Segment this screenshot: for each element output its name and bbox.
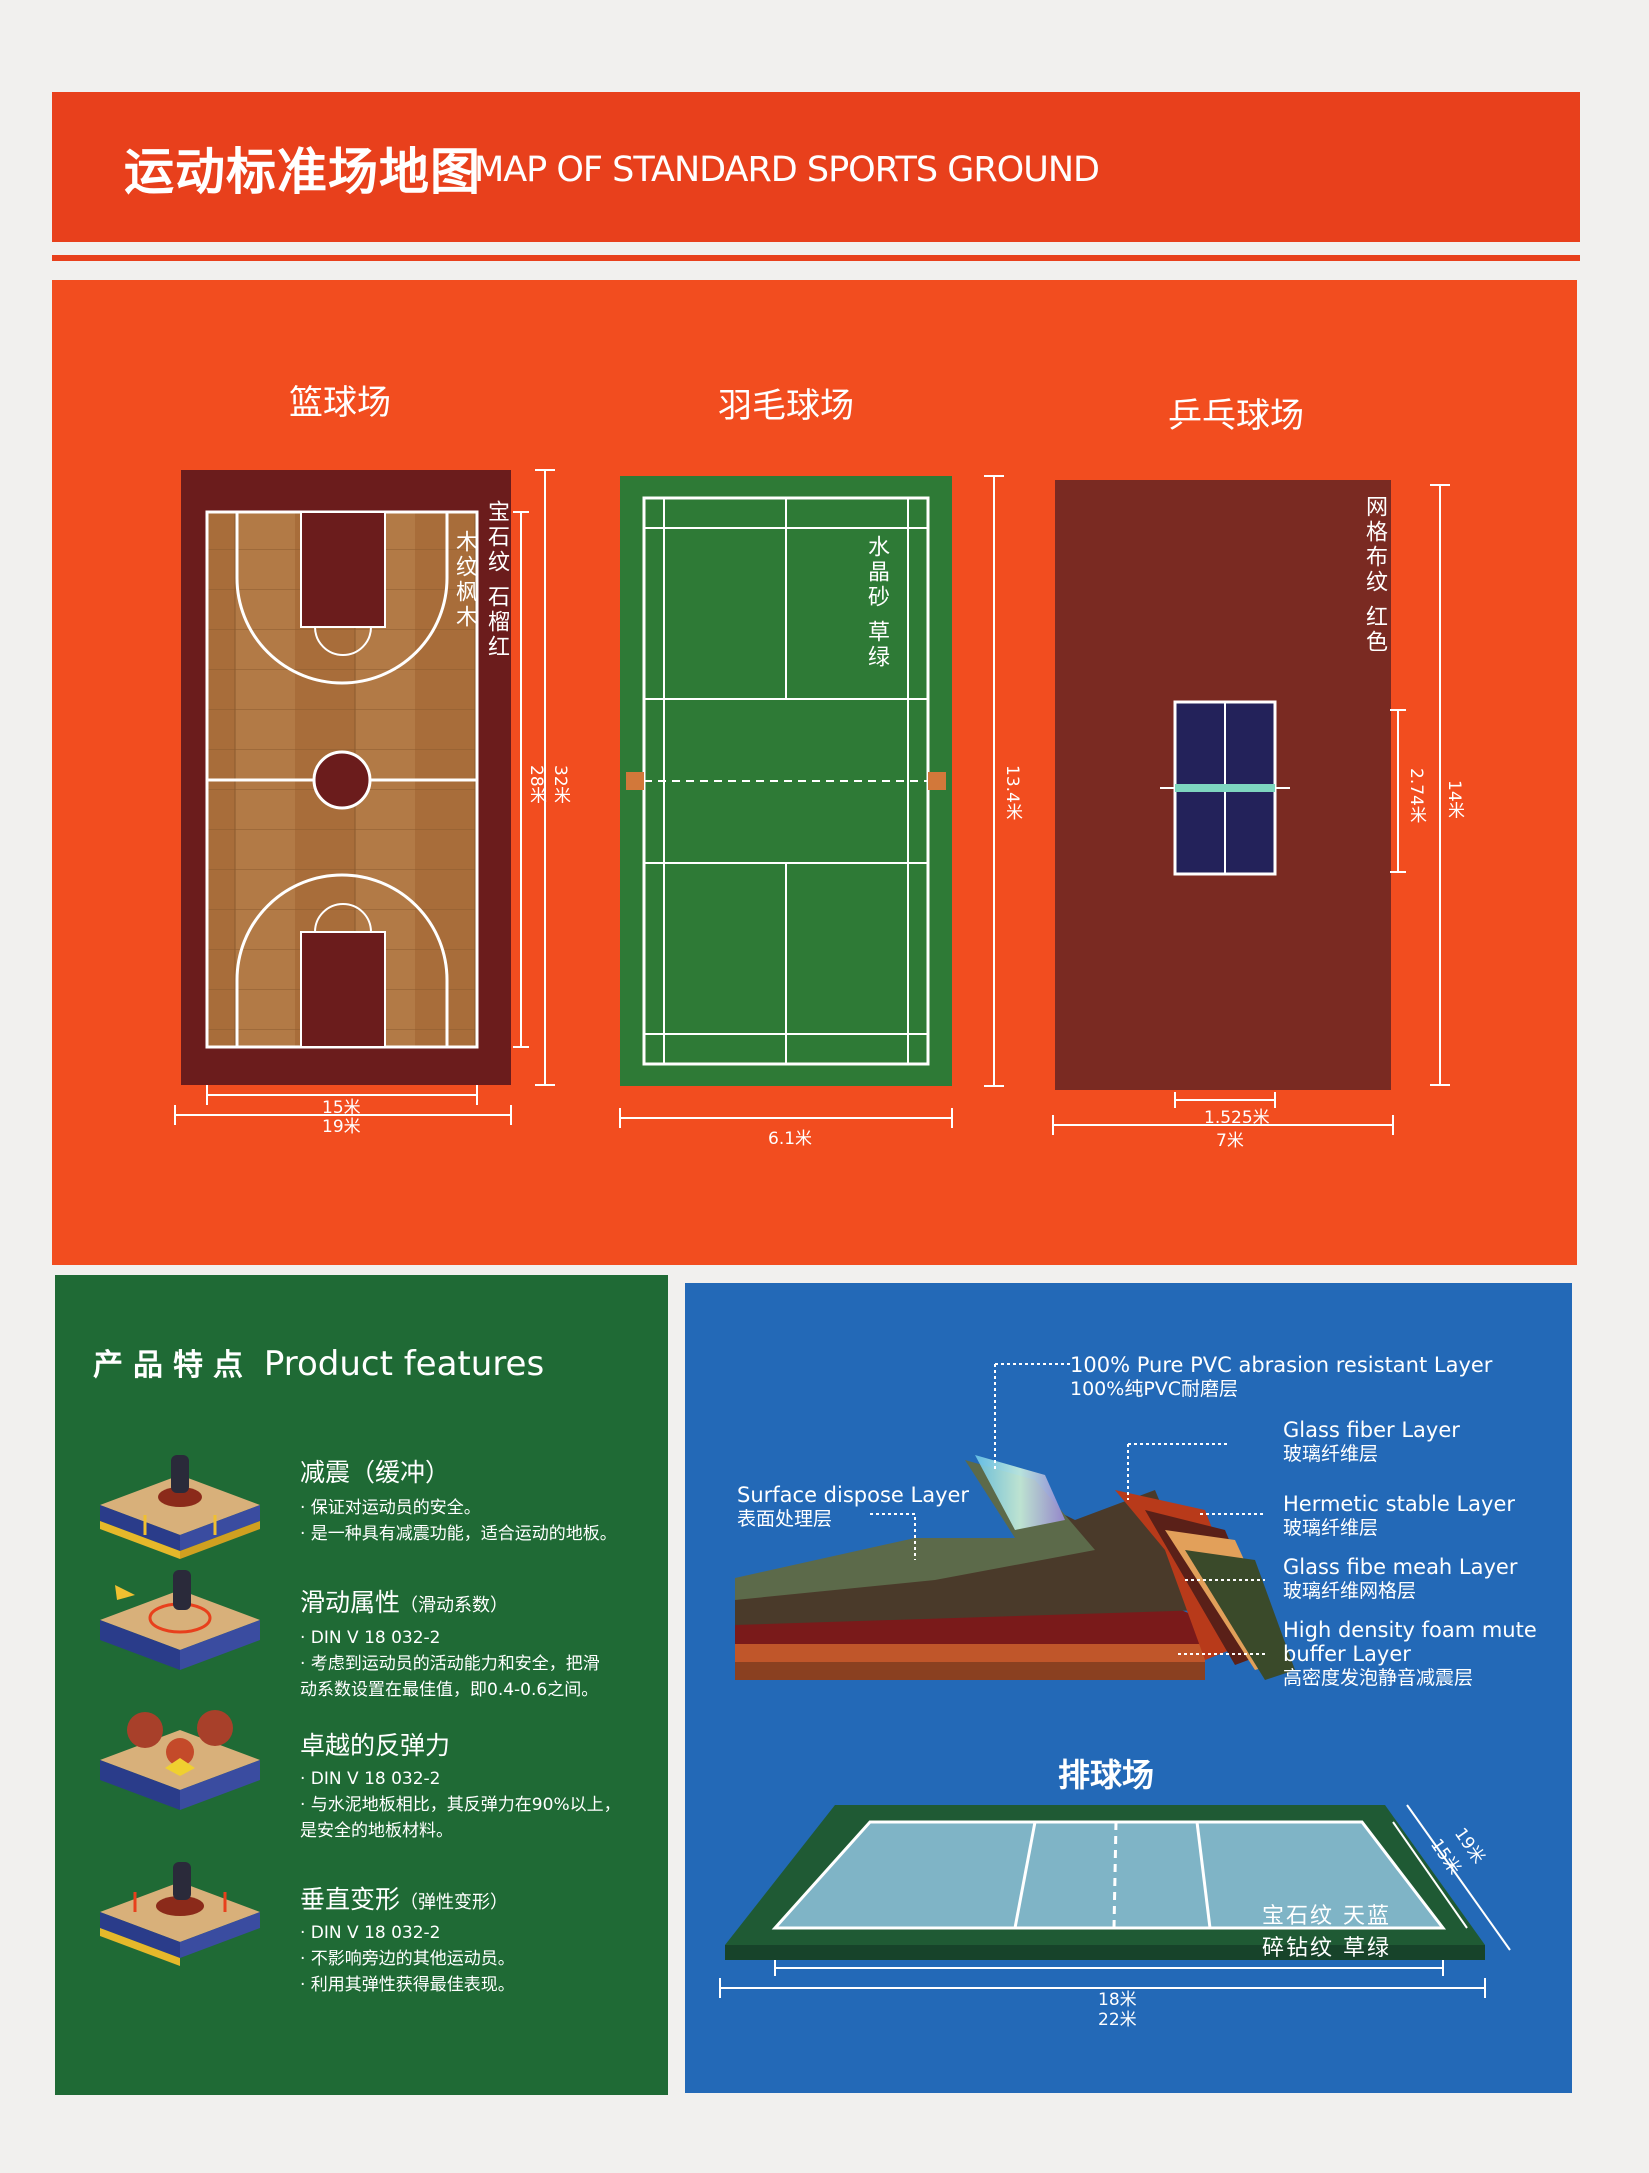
layer-surface-cn: 表面处理层 (737, 1508, 833, 1530)
header-title-en: MAP OF STANDARD SPORTS GROUND (474, 150, 1100, 190)
features-panel: 产品特点 Product features (55, 1275, 668, 2095)
badminton-title: 羽毛球场 (718, 386, 854, 426)
pingpong-length-inner: 2.74米 (1406, 768, 1426, 823)
layer-hermetic-en: Hermetic stable Layer (1283, 1492, 1515, 1516)
volleyball-material-1: 宝石纹 天蓝 (1262, 1904, 1391, 1929)
layer-label-mesh: Glass fibe meah Layer 玻璃纤维网格层 (1283, 1555, 1517, 1603)
badminton-material: 水晶砂 草绿 (864, 535, 889, 670)
basketball-width-inner: 15米 (322, 1098, 361, 1118)
layer-mesh-en: Glass fibe meah Layer (1283, 1555, 1518, 1579)
feature-line: · DIN V 18 032-2 (300, 1628, 441, 1648)
basketball-width-outer: 19米 (322, 1117, 361, 1137)
volleyball-width-inner: 18米 (1098, 1990, 1137, 2010)
features-heading-cn: 产品特点 (93, 1348, 253, 1383)
feature-line: · 不影响旁边的其他运动员。 (300, 1949, 515, 1969)
feature-item-sliding: 滑动属性（滑动系数） · DIN V 18 032-2 · 考虑到运动员的活动能… (300, 1583, 600, 1703)
features-heading-en: Product features (263, 1344, 545, 1384)
rebound-illustration (100, 1710, 260, 1810)
layer-pvc-en: 100% Pure PVC abrasion resistant Layer (1070, 1353, 1493, 1377)
pingpong-material: 网格布纹 红色 (1362, 495, 1387, 655)
badminton-length: 13.4米 (1002, 765, 1022, 820)
volleyball-material-2: 碎钻纹 草绿 (1262, 1936, 1391, 1961)
sliding-illustration (100, 1570, 260, 1670)
layer-mesh-cn: 玻璃纤维网格层 (1283, 1580, 1417, 1602)
badminton-width: 6.1米 (768, 1129, 813, 1149)
feature-line: 是安全的地板材料。 (300, 1821, 453, 1841)
layer-foam-en1: High density foam mute (1283, 1618, 1537, 1642)
volleyball-width-outer: 22米 (1098, 2010, 1137, 2030)
layer-glass-fiber-cn: 玻璃纤维层 (1283, 1443, 1379, 1465)
feature-line: · DIN V 18 032-2 (300, 1769, 441, 1789)
feature-line: · 考虑到运动员的活动能力和安全，把滑 (300, 1654, 600, 1674)
layer-foam-cn: 高密度发泡静音减震层 (1283, 1667, 1474, 1689)
feature-line: · 利用其弹性获得最佳表现。 (300, 1975, 515, 1995)
basketball-material: 宝石纹 石榴红 (484, 500, 509, 660)
pingpong-title: 乒乓球场 (1168, 396, 1304, 436)
layer-glass-fiber-en: Glass fiber Layer (1283, 1418, 1460, 1442)
volleyball-court (719, 1804, 1511, 1998)
feature-line: · DIN V 18 032-2 (300, 1923, 441, 1943)
feature-title-text: 垂直变形 (300, 1885, 401, 1914)
feature-title-sub: （滑动系数） (400, 1595, 509, 1616)
feature-title: 减震（缓冲） (300, 1458, 451, 1487)
layer-leader-lines (870, 1363, 1265, 1655)
feature-item-rebound: 卓越的反弹力 · DIN V 18 032-2 · 与水泥地板相比，其反弹力在9… (300, 1726, 621, 1844)
feature-title: 滑动属性（滑动系数） (300, 1583, 600, 1619)
layer-label-pvc: 100% Pure PVC abrasion resistant Layer 1… (1070, 1353, 1492, 1401)
layer-foam-en2: buffer Layer (1283, 1642, 1411, 1666)
pingpong-width-outer: 7米 (1216, 1131, 1244, 1151)
basketball-court (174, 469, 555, 1125)
pingpong-length-outer: 14米 (1444, 780, 1464, 819)
header-title-cn: 运动标准场地图 (124, 143, 481, 201)
feature-item-shock: 减震（缓冲） · 保证对运动员的安全。 · 是一种具有减震功能，适合运动的地板。 (300, 1453, 617, 1547)
feature-line: · 保证对运动员的安全。 (300, 1498, 481, 1518)
layer-hermetic-cn: 玻璃纤维层 (1283, 1517, 1379, 1539)
feature-title: 垂直变形（弹性变形） (300, 1880, 515, 1916)
layer-label-hermetic: Hermetic stable Layer 玻璃纤维层 (1283, 1492, 1515, 1540)
feature-item-vertical: 垂直变形（弹性变形） · DIN V 18 032-2 · 不影响旁边的其他运动… (300, 1880, 515, 1998)
volleyball-title: 排球场 (1058, 1756, 1155, 1794)
feature-title: 卓越的反弹力 (300, 1731, 451, 1760)
header-banner: 运动标准场地图 MAP OF STANDARD SPORTS GROUND (52, 92, 1580, 242)
basketball-material-wood: 木纹枫木 (452, 530, 477, 630)
basketball-title: 篮球场 (289, 383, 391, 423)
feature-title-text: 滑动属性 (300, 1588, 401, 1617)
layer-label-foam: High density foam mute buffer Layer 高密度发… (1283, 1618, 1537, 1690)
layer-label-glass-fiber: Glass fiber Layer 玻璃纤维层 (1283, 1418, 1460, 1466)
feature-line: 动系数设置在最佳值，即0.4-0.6之间。 (300, 1680, 599, 1700)
shock-absorb-illustration (100, 1455, 260, 1559)
feature-line: · 是一种具有减震功能，适合运动的地板。 (300, 1524, 617, 1544)
basketball-length-outer: 32米 (550, 765, 570, 804)
feature-title-sub: （弹性变形） (400, 1892, 509, 1913)
layer-structure-diagram (735, 1455, 1295, 1680)
layer-pvc-cn: 100%纯PVC耐磨层 (1070, 1378, 1239, 1400)
layer-surface-en: Surface dispose Layer (737, 1483, 970, 1507)
badminton-court (619, 475, 1004, 1128)
basketball-length-inner: 28米 (526, 765, 546, 804)
layer-label-surface: Surface dispose Layer 表面处理层 (737, 1483, 969, 1531)
vertical-deform-illustration (100, 1862, 260, 1966)
feature-line: · 与水泥地板相比，其反弹力在90%以上， (300, 1795, 621, 1815)
header-divider (52, 255, 1580, 261)
features-heading: 产品特点 Product features (93, 1340, 544, 1384)
pingpong-court (1052, 480, 1450, 1135)
pingpong-width-inner: 1.525米 (1204, 1108, 1270, 1128)
